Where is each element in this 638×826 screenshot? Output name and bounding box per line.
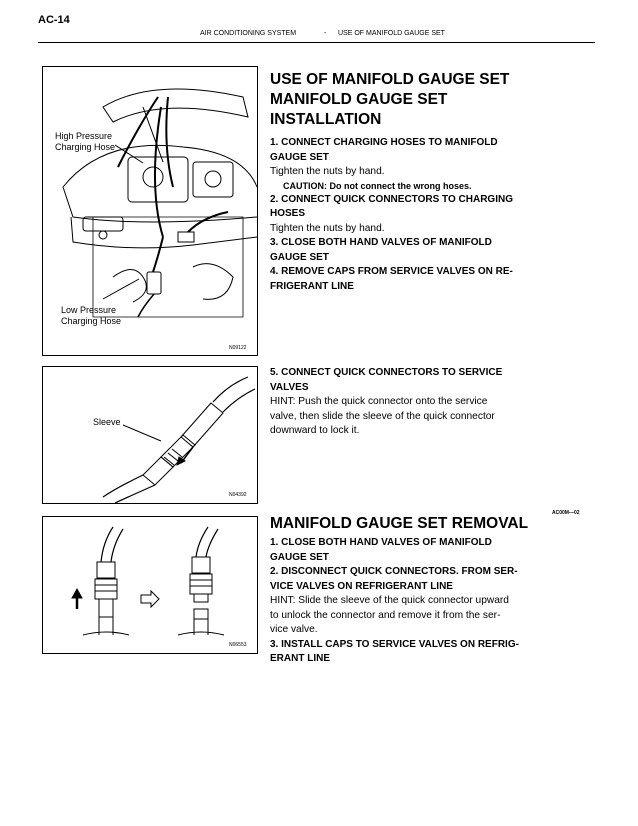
step-line: FRIGERANT LINE <box>270 280 354 292</box>
step-line: GAUGE SET <box>270 151 329 163</box>
body-line: HINT: Push the quick connector onto the … <box>270 396 488 407</box>
label-sleeve: Sleeve <box>93 417 121 427</box>
removal-title: MANIFOLD GAUGE SET REMOVAL <box>270 515 529 532</box>
main-title: USE OF MANIFOLD GAUGE SET <box>270 71 510 88</box>
body-line: Tighten the nuts by hand. <box>270 166 385 177</box>
step-line: 2. CONNECT QUICK CONNECTORS TO CHARGING <box>270 193 513 205</box>
removal-steps: 1. CLOSE BOTH HAND VALVES OF MANIFOLD GAU… <box>270 536 562 667</box>
installation-steps: 1. CONNECT CHARGING HOSES TO MANIFOLD GAU… <box>270 136 562 294</box>
body-line: Tighten the nuts by hand. <box>270 222 385 234</box>
body-line: downward to lock it. <box>270 425 360 436</box>
body-line: valve, then slide the sleeve of the quic… <box>270 410 495 422</box>
body-line: HINT: Slide the sleeve of the quick conn… <box>270 595 509 606</box>
quick-connector-illustration <box>102 376 256 503</box>
caution-line: CAUTION: Do not connect the wrong hoses. <box>283 180 472 191</box>
label-low-pressure-hose: Charging Hose <box>61 316 122 326</box>
connect-steps: 5. CONNECT QUICK CONNECTORS TO SERVICE VA… <box>270 366 562 439</box>
step-line: HOSES <box>270 208 306 219</box>
section-installation: USE OF MANIFOLD GAUGE SET MANIFOLD GAUGE… <box>270 70 562 294</box>
header-separator: - <box>324 30 327 37</box>
step-line: GAUGE SET <box>270 251 329 263</box>
figure-code: N04392 <box>229 492 247 498</box>
page-number: AC-14 <box>38 14 70 26</box>
step-line: VALVES <box>270 381 309 393</box>
installation-subtitle: MANIFOLD GAUGE SET INSTALLATION <box>270 91 448 128</box>
header-topic: USE OF MANIFOLD GAUGE SET <box>338 30 445 37</box>
figure-code: N09122 <box>229 345 247 351</box>
label-high-pressure-hose: Charging Hose <box>55 142 116 152</box>
step-line: 3. CLOSE BOTH HAND VALVES OF MANIFOLD <box>270 237 492 248</box>
step-line: 5. CONNECT QUICK CONNECTORS TO SERVICE <box>270 367 503 378</box>
step-line: 1. CLOSE BOTH HAND VALVES OF MANIFOLD <box>270 537 492 548</box>
figure-hose-installation: High Pressure Charging Hose Low Pressure… <box>42 66 258 356</box>
figure-quick-connector: Sleeve N04392 <box>42 366 258 504</box>
figure-connector-removal: N06553 <box>42 516 258 654</box>
figure-code: N06553 <box>229 642 247 648</box>
step-line: 1. CONNECT CHARGING HOSES TO MANIFOLD <box>270 137 498 148</box>
step-line: ERANT LINE <box>270 653 330 664</box>
label-high-pressure: High Pressure <box>55 131 113 141</box>
step-line: GAUGE SET <box>270 551 329 563</box>
section-removal: MANIFOLD GAUGE SET REMOVAL 1. CLOSE BOTH… <box>270 514 562 667</box>
step-line: 4. REMOVE CAPS FROM SERVICE VALVES ON RE… <box>270 266 513 277</box>
connector-removal-illustration <box>71 526 225 636</box>
step-line: 3. INSTALL CAPS TO SERVICE VALVES ON REF… <box>270 638 519 650</box>
section-tag: AC00M—02 <box>552 510 580 516</box>
section-connect-service-valves: 5. CONNECT QUICK CONNECTORS TO SERVICE VA… <box>270 366 562 439</box>
label-low-pressure: Low Pressure <box>61 305 117 315</box>
body-line: vice valve. <box>270 624 318 635</box>
body-line: to unlock the connector and remove it fr… <box>270 609 501 621</box>
header-rule <box>38 42 595 43</box>
engine-bay-illustration <box>62 88 257 318</box>
step-line: 2. DISCONNECT QUICK CONNECTORS. FROM SER… <box>270 566 518 577</box>
header-section: AIR CONDITIONING SYSTEM <box>200 30 297 37</box>
step-line: VICE VALVES ON REFRIGERANT LINE <box>270 580 453 592</box>
